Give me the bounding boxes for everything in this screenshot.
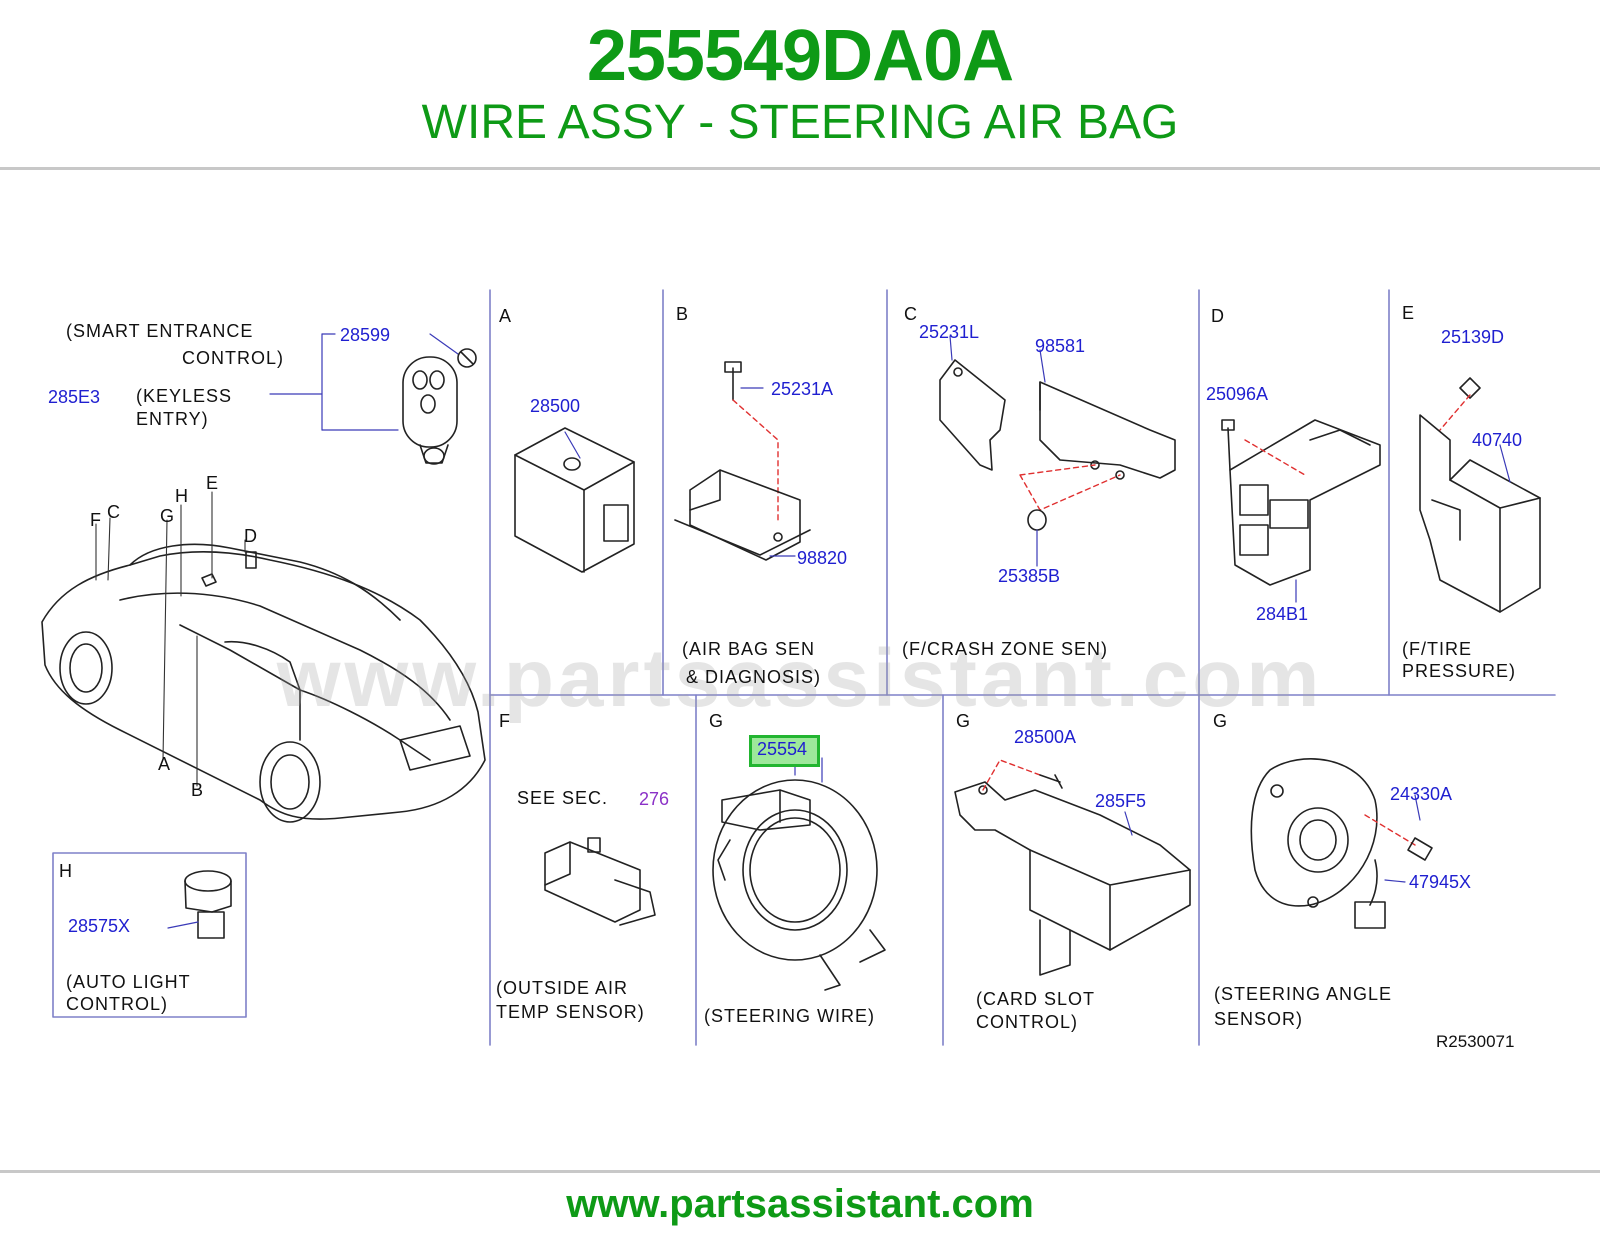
tire-pressure-label-1: (F/TIRE: [1402, 639, 1472, 659]
part-number-25231A[interactable]: 25231A: [771, 379, 834, 399]
part-number-25554[interactable]: 25554: [757, 739, 808, 759]
footer-divider: [0, 1170, 1600, 1173]
part-number-28575X[interactable]: 28575X: [68, 916, 131, 936]
part-number-47945X[interactable]: 47945X: [1409, 872, 1472, 892]
part-number-25096A[interactable]: 25096A: [1206, 384, 1269, 404]
section-b-letter: B: [676, 304, 689, 324]
header-divider: [0, 167, 1600, 170]
see-sec-label: SEE SEC.: [517, 788, 609, 808]
steering-angle-label-1: (STEERING ANGLE: [1214, 984, 1393, 1004]
key-fob-drawing: [402, 356, 458, 465]
part-number-40740[interactable]: 40740: [1472, 430, 1523, 450]
section-a-letter: A: [499, 306, 512, 326]
vehicle-drawing: [41, 543, 486, 823]
card-slot-label-1: (CARD SLOT: [976, 989, 1096, 1009]
car-callout-f: F: [90, 510, 101, 530]
car-callout-c: C: [107, 502, 120, 522]
keyless-entry-label-2: ENTRY): [136, 409, 209, 429]
steering-wire-label: (STEERING WIRE): [704, 1006, 875, 1026]
car-callout-e: E: [206, 473, 219, 493]
part-number-25139D[interactable]: 25139D: [1441, 327, 1505, 347]
outside-air-label-1: (OUTSIDE AIR: [496, 978, 629, 998]
auto-light-label-2: CONTROL): [66, 994, 168, 1014]
section-g3-letter: G: [1213, 711, 1228, 731]
part-number-28599[interactable]: 28599: [340, 325, 391, 345]
keyless-entry-label-1: (KEYLESS: [136, 386, 233, 406]
watermark: www.partsassistant.com: [276, 633, 1324, 724]
car-callout-a: A: [158, 754, 171, 774]
auto-light-label-1: (AUTO LIGHT: [66, 972, 191, 992]
tire-pressure-label-2: PRESSURE): [1402, 661, 1517, 681]
part-number-284B1[interactable]: 284B1: [1256, 604, 1309, 624]
part-number-25385B[interactable]: 25385B: [998, 566, 1061, 586]
car-callout-d: D: [244, 526, 257, 546]
highlight-box-25554: [749, 735, 820, 767]
section-g1-letter: G: [709, 711, 724, 731]
car-callout-g: G: [160, 506, 175, 526]
card-slot-label-2: CONTROL): [976, 1012, 1078, 1032]
car-callout-h: H: [175, 486, 188, 506]
part-number-24330A[interactable]: 24330A: [1390, 784, 1453, 804]
car-callout-b: B: [191, 780, 204, 800]
section-c-letter: C: [904, 304, 917, 324]
page-title-part-number: 255549DA0A: [586, 16, 1014, 96]
part-number-98820[interactable]: 98820: [797, 548, 848, 568]
part-number-98581[interactable]: 98581: [1035, 336, 1086, 356]
section-d-letter: D: [1211, 306, 1224, 326]
part-number-28500[interactable]: 28500: [530, 396, 581, 416]
section-e-letter: E: [1402, 303, 1415, 323]
page-subtitle-description: WIRE ASSY - STEERING AIR BAG: [421, 96, 1179, 149]
section-h-letter: H: [59, 861, 72, 881]
part-number-28500A[interactable]: 28500A: [1014, 727, 1077, 747]
smart-entrance-label-2: CONTROL): [182, 348, 284, 368]
part-number-285F5[interactable]: 285F5: [1095, 791, 1147, 811]
section-g2-letter: G: [956, 711, 971, 731]
crash-zone-sen-label: (F/CRASH ZONE SEN): [902, 639, 1109, 659]
smart-entrance-label-1: (SMART ENTRANCE: [66, 321, 254, 341]
diagram-reference: R2530071: [1436, 1032, 1515, 1051]
part-number-25231L[interactable]: 25231L: [919, 322, 980, 342]
air-bag-sen-label-1: (AIR BAG SEN: [682, 639, 816, 659]
outside-air-label-2: TEMP SENSOR): [496, 1002, 645, 1022]
footer-url[interactable]: www.partsassistant.com: [566, 1182, 1034, 1226]
air-bag-sen-label-2: & DIAGNOSIS): [686, 667, 822, 687]
part-number-285E3[interactable]: 285E3: [48, 387, 101, 407]
section-f-letter: F: [499, 711, 510, 731]
steering-angle-label-2: SENSOR): [1214, 1009, 1304, 1029]
see-sec-276-link[interactable]: 276: [639, 789, 670, 809]
